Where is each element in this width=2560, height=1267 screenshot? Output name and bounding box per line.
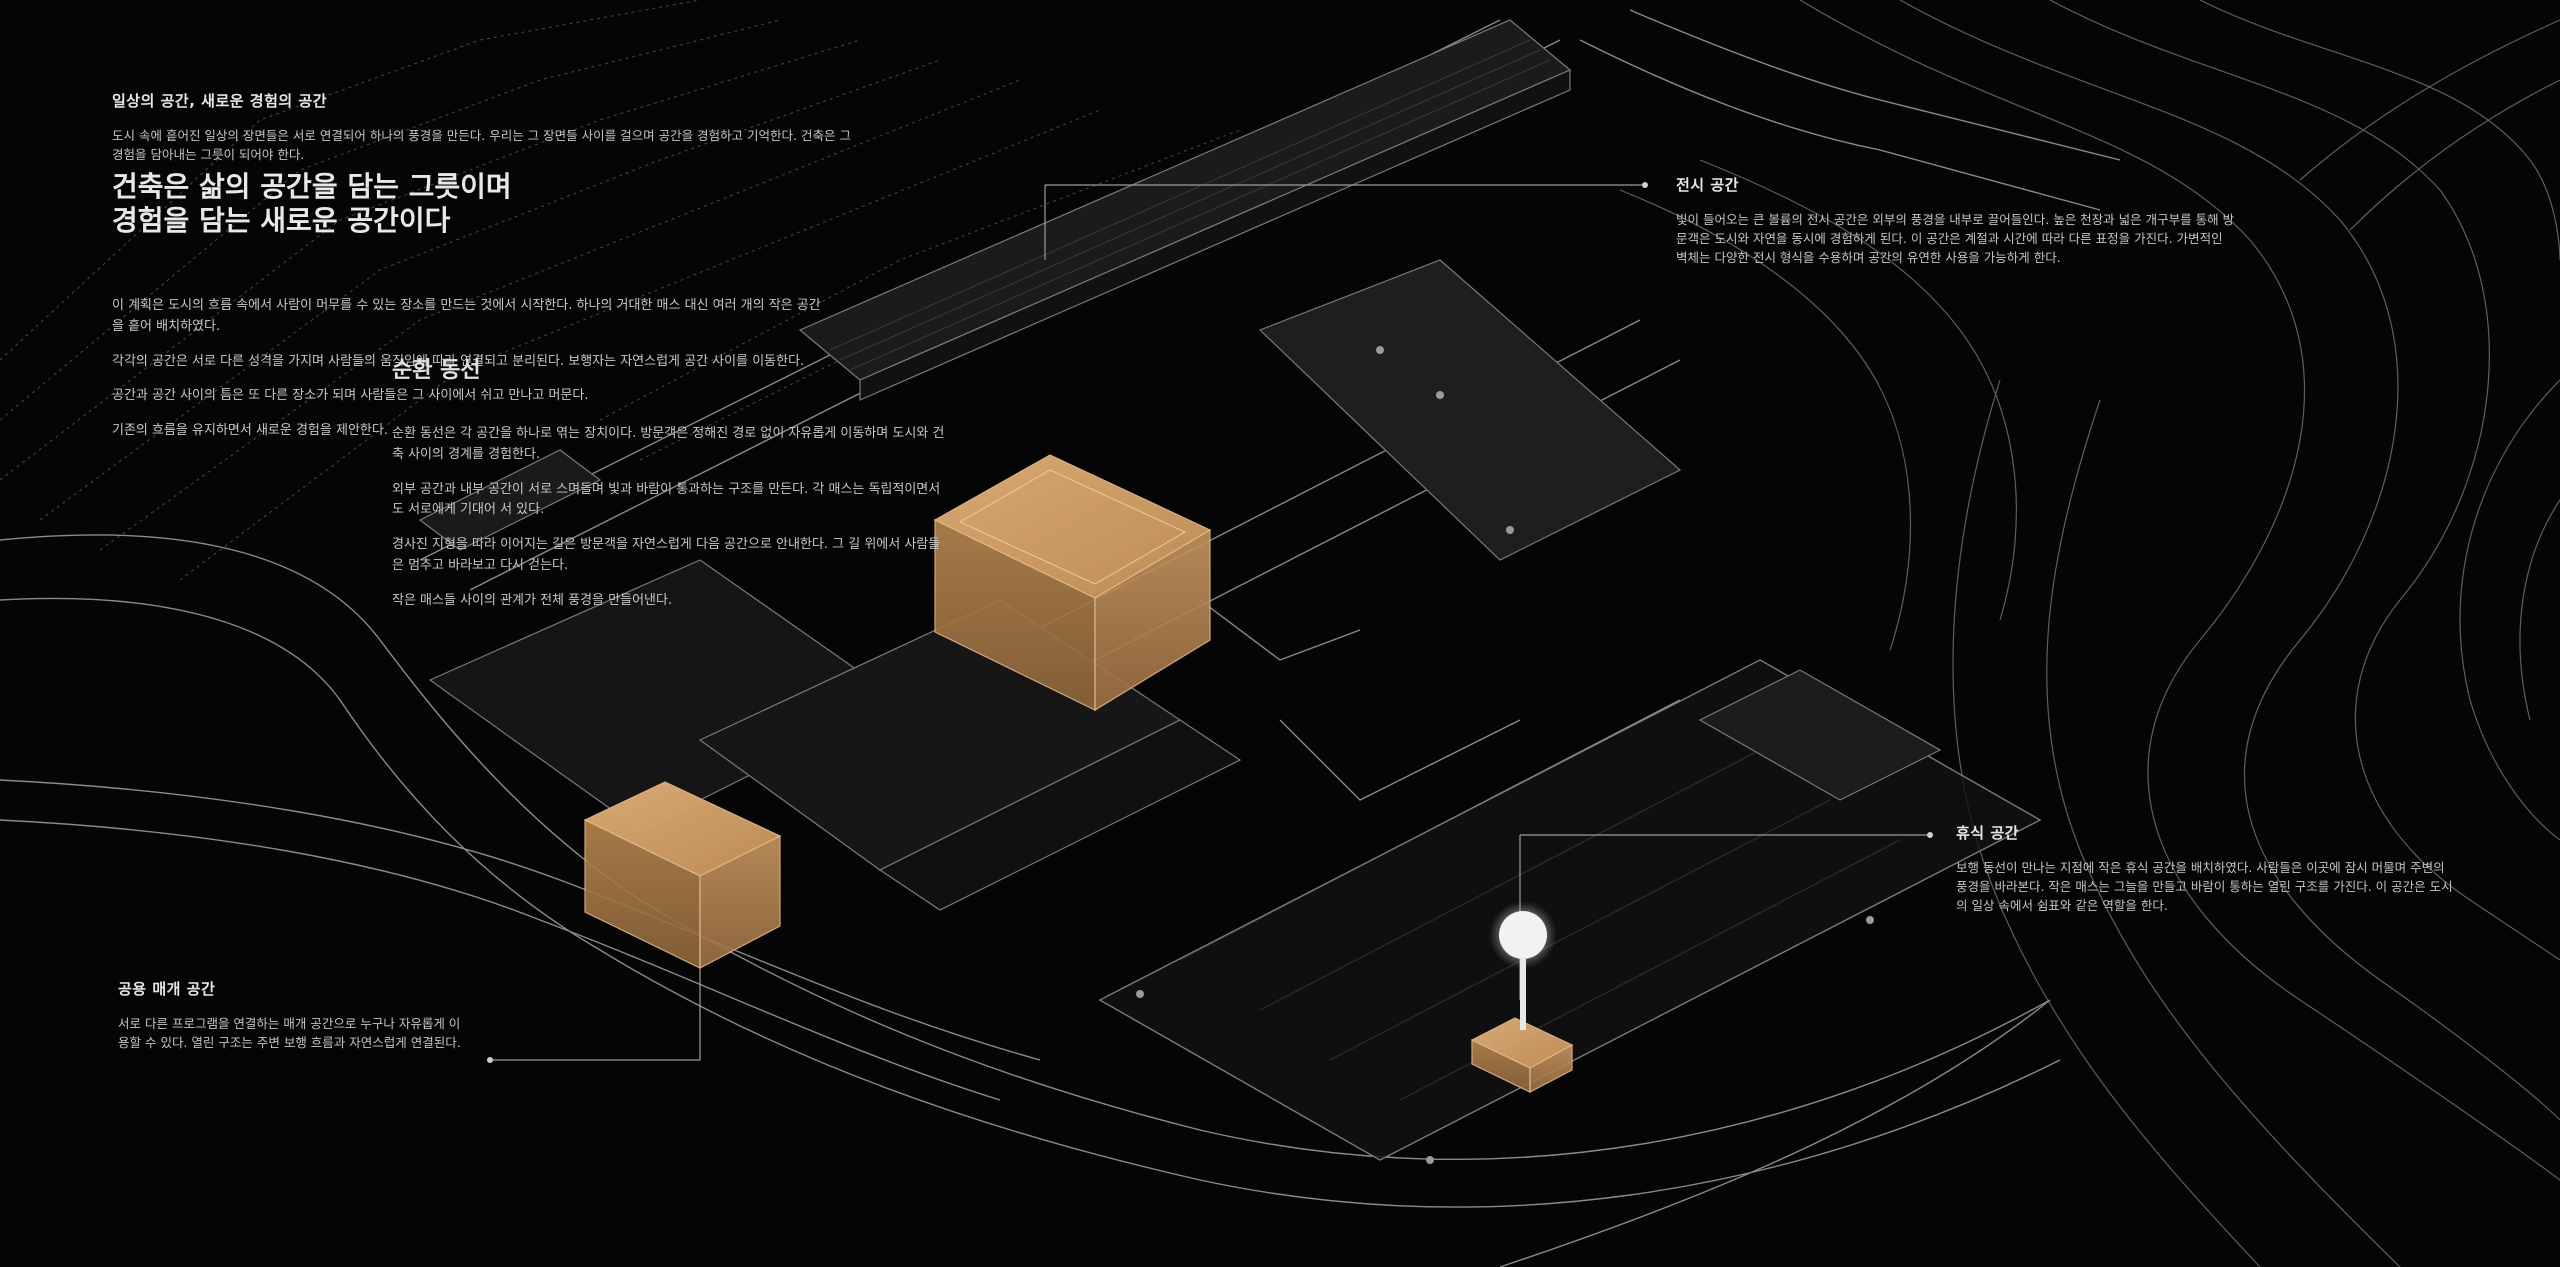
left-column: 이 계획은 도시의 흐름 속에서 사람이 머무를 수 있는 장소를 만드는 것에… [112,296,832,456]
header-intro: 도시 속에 흩어진 일상의 장면들은 서로 연결되어 하나의 풍경을 만든다. … [112,127,851,162]
annotation-dot-rest [1927,832,1933,838]
location-marker [1489,901,1557,1030]
center-paragraph-3: 경사진 지형을 따라 이어지는 길은 방문객을 자연스럽게 다음 공간으로 안내… [392,537,941,573]
site-details [1136,346,1874,1164]
annotation-common-body: 서로 다른 프로그램을 연결하는 매개 공간으로 누구나 자유롭게 이용할 수 … [118,1015,461,1050]
left-paragraph-3: 공간과 공간 사이의 틈은 또 다른 장소가 되며 사람들은 그 사이에서 쉬고… [112,388,589,404]
annotation-common-title: 공용 매개 공간 [118,980,216,998]
center-paragraph-2: 외부 공간과 내부 공간이 서로 스며들며 빛과 바람이 통과하는 구조를 만든… [392,481,941,518]
building-hatch [829,39,1551,371]
annotation-rest-body: 보행 동선이 만나는 지점에 작은 휴식 공간을 배치하였다. 사람들은 이곳에… [1956,859,2453,914]
gallery-volume [933,454,1212,712]
header-block: 일상의 공간, 새로운 경험의 공간 도시 속에 흩어진 일상의 장면들은 서로… [112,92,852,265]
center-heading: 순환 동선 [392,358,481,383]
page-title-line2: 경험을 담는 새로운 공간이다 [112,203,451,237]
page-title-line1: 건축은 삶의 공간을 담는 그릇이며 [112,170,512,204]
annotation-gallery-body: 빛이 들어오는 큰 볼륨의 전시 공간은 외부의 풍경을 내부로 끌어들인다. … [1676,211,2235,266]
header-caption: 일상의 공간, 새로운 경험의 공간 [112,92,327,110]
center-column: 순환 동선 순환 동선은 각 공간을 하나로 엮는 장치이다. 방문객은 정해진… [392,352,952,626]
annotation-dot-gallery [1642,182,1648,188]
contour-lines [1619,0,2560,1267]
left-paragraph-2: 각각의 공간은 서로 다른 성격을 가지며 사람들의 움직임에 따라 연결되고 … [112,353,805,369]
left-paragraph-4: 기존의 흐름을 유지하면서 새로운 경험을 제안한다. [112,423,388,439]
annotation-dot-common [487,1057,493,1063]
pavilion-volume [583,781,782,969]
annotation-gallery: 전시 공간 빛이 들어오는 큰 볼륨의 전시 공간은 외부의 풍경을 내부로 끌… [1676,176,2236,268]
left-paragraph-1: 이 계획은 도시의 흐름 속에서 사람이 머무를 수 있는 장소를 만드는 것에… [112,298,821,334]
annotation-rest: 휴식 공간 보행 동선이 만나는 지점에 작은 휴식 공간을 배치하였다. 사람… [1956,824,2456,916]
center-paragraph-1: 순환 동선은 각 공간을 하나로 엮는 장치이다. 방문객은 정해진 경로 없이… [392,426,945,462]
annotation-rest-title: 휴식 공간 [1956,824,2019,842]
rest-volume [1470,1017,1574,1093]
annotation-common: 공용 매개 공간 서로 다른 프로그램을 연결하는 매개 공간으로 누구나 자유… [118,980,468,1052]
long-building [418,19,2042,1161]
annotation-gallery-title: 전시 공간 [1676,176,1739,194]
center-paragraph-4: 작은 매스들 사이의 관계가 전체 풍경을 만들어낸다. [392,592,673,608]
